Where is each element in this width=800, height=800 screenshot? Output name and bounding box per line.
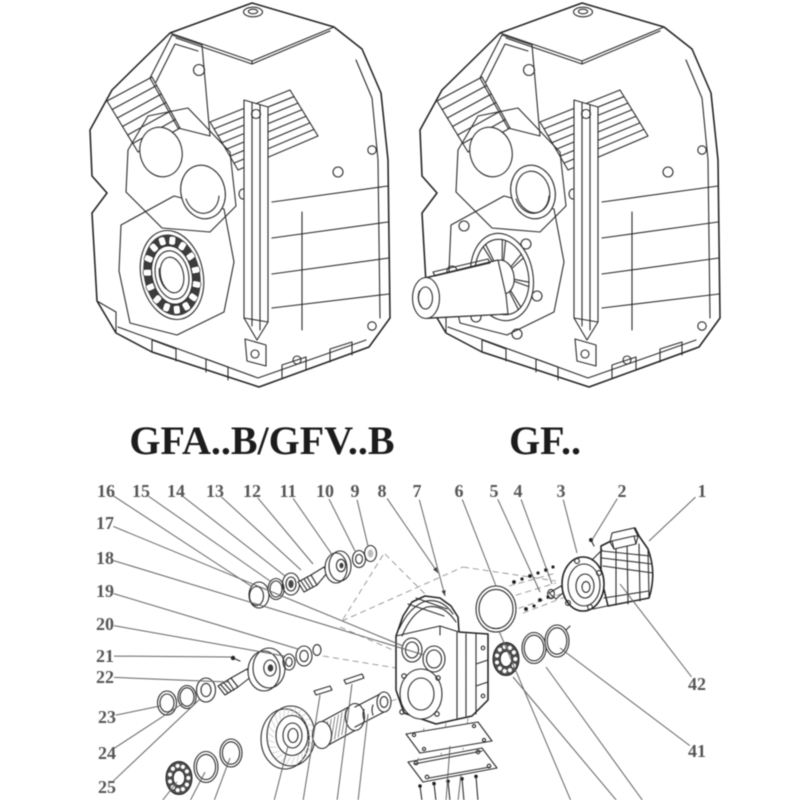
callout-label-17: 17 xyxy=(96,513,114,533)
edge-leader-11 xyxy=(512,676,617,800)
callout-label-18: 18 xyxy=(96,548,114,568)
callout-label-15: 15 xyxy=(132,481,150,501)
callout-label-24: 24 xyxy=(98,743,116,763)
leader-line-14 xyxy=(182,496,286,577)
callout-label-10: 10 xyxy=(316,481,334,501)
leader-line-25 xyxy=(113,698,201,782)
leader-line-41 xyxy=(559,647,691,746)
callout-label-12: 12 xyxy=(243,481,261,501)
callout-label-4: 4 xyxy=(514,481,523,501)
callout-label-3: 3 xyxy=(557,481,566,501)
edge-leader-10 xyxy=(498,630,572,800)
edge-leader-1 xyxy=(162,781,178,800)
callout-label-25: 25 xyxy=(98,777,116,797)
leader-line-11 xyxy=(292,498,334,557)
edge-leader-6 xyxy=(336,683,353,800)
leader-line-13 xyxy=(221,496,302,571)
callout-label-8: 8 xyxy=(378,481,387,501)
callout-label-11: 11 xyxy=(279,481,296,501)
intermediate-shaft-parts xyxy=(156,644,322,716)
leader-line-22 xyxy=(113,676,229,683)
motor xyxy=(561,527,654,612)
gearbox-drawing-left xyxy=(89,2,391,388)
output-bearing-rings xyxy=(475,585,571,676)
leader-line-12 xyxy=(257,497,314,565)
callout-label-21: 21 xyxy=(96,646,114,666)
leader-line-18 xyxy=(113,560,425,656)
leader-line-21 xyxy=(113,655,232,658)
exploded-view xyxy=(156,527,654,800)
leader-line-1 xyxy=(648,496,696,542)
callout-label-16: 16 xyxy=(97,481,115,501)
callout-label-41: 41 xyxy=(688,741,706,761)
callout-label-1: 1 xyxy=(698,481,707,501)
output-shaft-parts xyxy=(165,673,392,795)
leader-line-3 xyxy=(562,499,578,554)
callout-label-19: 19 xyxy=(96,581,114,601)
callout-label-14: 14 xyxy=(167,481,185,501)
callout-labels: 1234567891011121314151617181920212223242… xyxy=(96,481,707,797)
leader-line-7 xyxy=(418,499,446,597)
edge-leader-5 xyxy=(302,694,321,800)
leader-line-9 xyxy=(356,499,369,547)
callout-label-42: 42 xyxy=(688,674,706,694)
leader-line-4 xyxy=(520,499,553,585)
edge-leader-3 xyxy=(213,757,231,800)
callout-label-5: 5 xyxy=(490,481,499,501)
edge-leader-4 xyxy=(273,745,289,800)
leader-line-8 xyxy=(386,498,439,574)
leader-line-16 xyxy=(113,495,252,587)
leader-line-20 xyxy=(113,625,285,657)
leader-line-6 xyxy=(461,499,497,587)
callout-label-9: 9 xyxy=(351,481,360,501)
leader-line-19 xyxy=(113,593,299,650)
housing-bottom-parts xyxy=(405,721,498,800)
leader-line-23 xyxy=(115,705,161,716)
leader-line-42 xyxy=(619,583,692,678)
edge-leader-12 xyxy=(545,666,643,800)
leader-line-24 xyxy=(114,703,183,749)
gear-housing xyxy=(395,595,489,725)
edge-leader-9 xyxy=(457,773,462,800)
callout-leaders xyxy=(113,495,696,800)
callout-label-13: 13 xyxy=(206,481,224,501)
leader-line-2 xyxy=(591,498,618,541)
callout-label-2: 2 xyxy=(618,481,627,501)
figure-title-left: GFA..B/GFV..B xyxy=(129,418,394,463)
callout-label-22: 22 xyxy=(96,667,114,687)
leader-line-17 xyxy=(113,525,404,647)
input-shaft-parts xyxy=(248,544,378,609)
leader-line-10 xyxy=(328,498,356,552)
gearbox-drawing-right xyxy=(411,2,721,388)
figure-title-right: GF.. xyxy=(509,418,581,463)
callout-label-23: 23 xyxy=(98,707,116,727)
callout-label-7: 7 xyxy=(413,481,422,501)
leader-line-15 xyxy=(148,495,271,582)
callout-label-6: 6 xyxy=(455,481,464,501)
callout-label-20: 20 xyxy=(96,614,114,634)
edge-leader-7 xyxy=(357,713,369,800)
leader-line-5 xyxy=(497,498,541,593)
edge-leader-8 xyxy=(445,745,451,800)
edge-leader-2 xyxy=(189,771,206,800)
